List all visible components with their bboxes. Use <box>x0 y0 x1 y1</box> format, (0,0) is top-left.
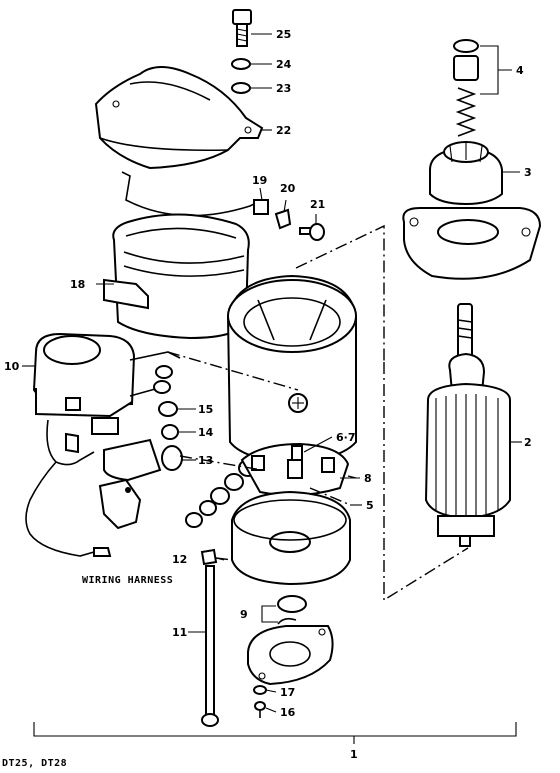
part-16-screw <box>254 701 266 718</box>
callout-8: 8 <box>364 472 372 485</box>
callout-22: 22 <box>276 124 291 137</box>
callout-1: 1 <box>350 748 358 761</box>
callout-21: 21 <box>310 198 325 211</box>
callout-2: 2 <box>524 436 532 449</box>
callout-5: 5 <box>366 499 374 512</box>
callout-24: 24 <box>276 58 292 71</box>
part-19-bracket <box>121 171 269 217</box>
part-12-nut <box>200 548 218 566</box>
part-23-washer <box>231 82 251 94</box>
wiring-harness-caption: WIRING HARNESS <box>82 575 173 586</box>
callout-20: 20 <box>280 182 296 195</box>
end-cover <box>247 625 334 686</box>
part-24-lock-washer <box>231 58 251 70</box>
callout-4: 4 <box>516 64 524 77</box>
callout-6-7: 6·7 <box>336 431 356 444</box>
callout-14: 14 <box>198 426 214 439</box>
callout-23: 23 <box>276 82 291 95</box>
part-3-pinion <box>429 141 503 206</box>
callout-17: 17 <box>280 686 295 699</box>
part-11-through-bolt <box>201 565 219 727</box>
callout-labels: 25 24 23 22 4 3 2 19 20 21 18 10 15 14 1… <box>2 28 532 769</box>
part-13-terminals <box>98 438 183 530</box>
part-17-washer <box>253 685 267 695</box>
callout-9: 9 <box>240 608 248 621</box>
part-20-washer <box>274 208 292 230</box>
part-5-end-frame <box>231 490 351 586</box>
part-18-shield <box>103 213 250 340</box>
part-4-spring-stopper <box>453 39 479 137</box>
callout-25: 25 <box>276 28 291 41</box>
front-bracket <box>402 207 542 280</box>
callout-16: 16 <box>280 706 296 719</box>
models-caption: DT25, DT28 <box>2 758 67 769</box>
part-6-7-brushes <box>291 445 303 461</box>
part-14-nut <box>161 424 179 440</box>
callout-10: 10 <box>4 360 20 373</box>
yoke-housing <box>226 274 357 464</box>
part-2-armature <box>424 303 511 547</box>
leader-lines <box>22 33 522 744</box>
callout-3: 3 <box>524 166 532 179</box>
callout-11: 11 <box>172 626 187 639</box>
part-9-gasket <box>277 595 307 625</box>
part-15-washer <box>153 365 178 417</box>
callout-12: 12 <box>172 553 187 566</box>
part-22-cover <box>94 66 264 170</box>
wiring-harness <box>25 419 112 557</box>
callout-18: 18 <box>70 278 85 291</box>
callout-13: 13 <box>198 454 213 467</box>
part-10-magnetic-switch <box>32 332 181 435</box>
callout-19: 19 <box>252 174 267 187</box>
part-25-bolt <box>232 9 252 47</box>
callout-15: 15 <box>198 403 213 416</box>
part-21-screw <box>299 223 325 241</box>
